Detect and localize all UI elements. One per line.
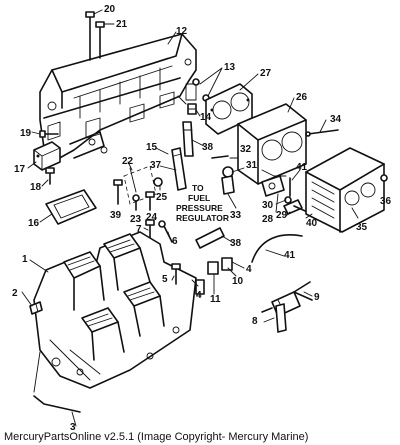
callout-29: 29 (276, 210, 288, 221)
screw-part-32[interactable] (211, 155, 229, 159)
callout-7: 7 (136, 224, 142, 235)
callout-23: 23 (130, 214, 142, 225)
callout-40: 40 (306, 218, 318, 229)
gasket-part-16[interactable] (45, 189, 97, 225)
fitting-part-33[interactable] (221, 175, 235, 195)
callout-3: 3 (70, 422, 76, 433)
callout-24: 24 (146, 212, 158, 223)
callout-15: 15 (146, 142, 158, 153)
sensor-part-28[interactable] (261, 175, 285, 197)
copyright-footer: MercuryPartsOnline v2.5.1 (Image Copyrig… (4, 431, 309, 443)
callout-19: 19 (20, 128, 32, 139)
callout-37: 37 (150, 160, 162, 171)
callout-17: 17 (14, 164, 26, 175)
callout-labels: 20 21 12 13 27 26 34 14 38 15 37 19 17 1… (12, 4, 392, 433)
note-line-4: REGULATOR (176, 213, 229, 223)
gasket-part-3[interactable] (33, 351, 81, 413)
callout-8: 8 (252, 316, 258, 327)
intake-manifold-part-1[interactable] (33, 231, 197, 389)
injector-part-8[interactable] (261, 303, 287, 333)
callout-13: 13 (224, 62, 236, 73)
callout-21: 21 (116, 19, 128, 30)
callout-33: 33 (230, 210, 242, 221)
callout-11: 11 (210, 294, 221, 305)
screw-part-24[interactable] (145, 191, 155, 211)
fuel-line-part-41[interactable] (251, 234, 303, 263)
callout-41-lower: 41 (284, 250, 296, 261)
callout-35: 35 (356, 222, 368, 233)
fitting-part-4[interactable] (195, 279, 205, 295)
callout-28: 28 (262, 214, 274, 225)
stud-part-34[interactable] (305, 129, 339, 137)
callout-10: 10 (232, 276, 244, 287)
note-line-2: FUEL (188, 193, 210, 203)
hose-part-38-lower[interactable] (195, 227, 225, 249)
callout-16: 16 (28, 218, 40, 229)
bracket-part-22[interactable] (123, 165, 157, 205)
callout-34: 34 (330, 114, 342, 125)
fitting-part-11[interactable] (207, 261, 219, 275)
clip-part-25[interactable] (153, 177, 163, 187)
screw-part-13[interactable] (192, 78, 210, 102)
callout-38-upper: 38 (202, 142, 214, 153)
screw-part-23[interactable] (132, 194, 140, 211)
bolt-part-20[interactable] (85, 11, 95, 61)
callout-20: 20 (104, 4, 116, 15)
fitting-part-14[interactable] (187, 103, 197, 115)
callout-41-upper: 41 (296, 162, 308, 173)
callout-9: 9 (314, 292, 320, 303)
fitting-part-10[interactable] (221, 257, 233, 271)
callout-39: 39 (110, 210, 122, 221)
fitting-part-29[interactable] (283, 199, 303, 215)
callout-1: 1 (22, 254, 28, 265)
callout-4: 4 (196, 290, 202, 301)
callout-27: 27 (260, 68, 272, 79)
callout-14: 14 (200, 112, 212, 123)
callout-30: 30 (262, 200, 274, 211)
callout-4b: 4 (246, 264, 252, 275)
callout-22: 22 (122, 156, 134, 167)
leader-lines (21, 9, 385, 427)
callout-6: 6 (172, 236, 178, 247)
hose-part-38-upper[interactable] (182, 121, 194, 157)
bolt-part-18[interactable] (45, 167, 55, 185)
plug-part-2[interactable] (29, 301, 43, 315)
callout-38-lower: 38 (230, 238, 242, 249)
plenum-part-12[interactable] (39, 33, 197, 161)
screw-part-36[interactable] (380, 174, 388, 182)
callout-36: 36 (380, 196, 392, 207)
callout-12: 12 (176, 26, 188, 37)
callout-5: 5 (162, 274, 168, 285)
callout-26: 26 (296, 92, 308, 103)
screw-part-39[interactable] (113, 179, 123, 205)
screw-part-5[interactable] (171, 263, 181, 285)
screw-part-6[interactable] (158, 220, 173, 243)
hose-part-37[interactable] (171, 147, 187, 191)
callout-18: 18 (30, 182, 42, 193)
sensor-part-17[interactable] (33, 141, 61, 171)
callout-31: 31 (246, 160, 258, 171)
callout-25: 25 (156, 192, 168, 203)
callout-2: 2 (12, 288, 18, 299)
note-line-3: PRESSURE (176, 203, 223, 213)
bolt-part-21[interactable] (95, 21, 105, 59)
callout-32: 32 (240, 144, 252, 155)
flame-arrestor-part-35[interactable] (305, 147, 385, 233)
note-line-1: TO (192, 183, 204, 193)
fuel-regulator-note: TO FUEL PRESSURE REGULATOR (176, 183, 229, 223)
